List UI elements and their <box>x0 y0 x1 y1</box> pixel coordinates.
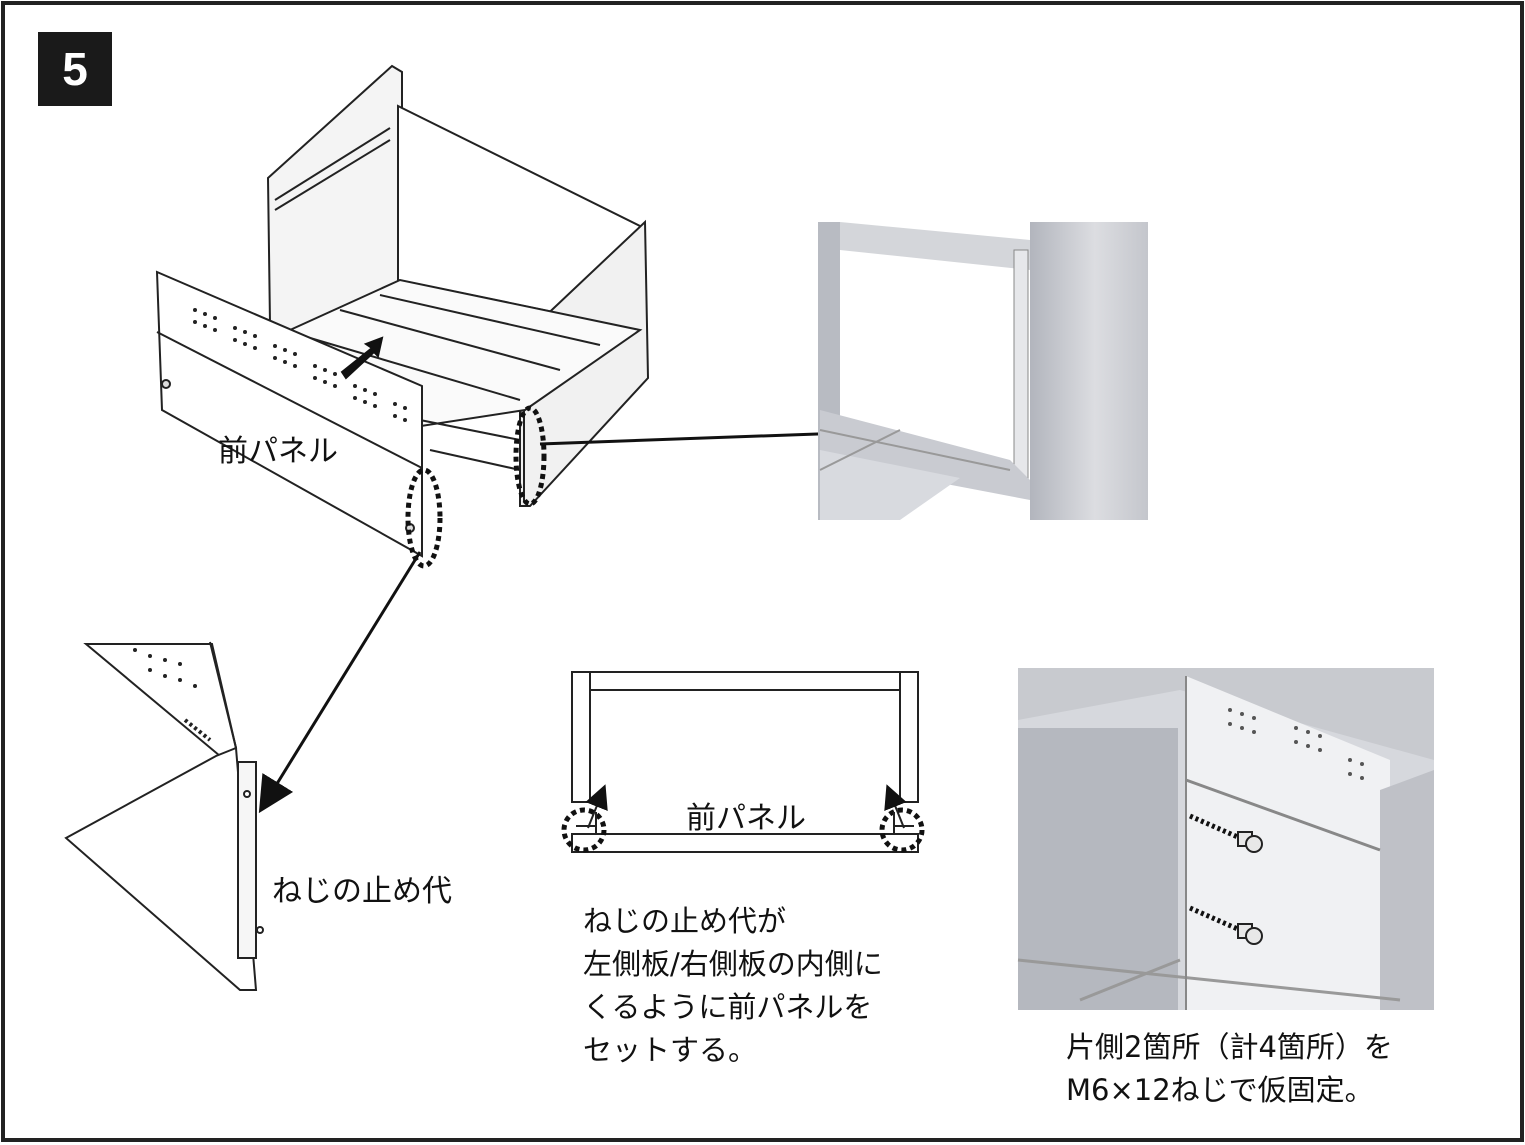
label-front-panel: 前パネル <box>218 434 338 469</box>
perforation-pattern <box>193 308 407 422</box>
instruction-right-line: 片側2箇所（計4箇所）を <box>1066 1030 1393 1064</box>
schematic-left-side <box>571 671 591 803</box>
schematic-back-bar <box>571 671 919 691</box>
highlight-side-edge <box>513 405 547 507</box>
front-panel <box>155 270 423 558</box>
photo-corner-interior <box>818 222 1148 520</box>
instruction-right-line: M6×12ねじで仮固定。 <box>1066 1073 1374 1107</box>
schematic-left-circle <box>561 807 607 853</box>
step-number-badge: 5 <box>38 32 112 106</box>
label-screw-margin: ねじの止め代 <box>272 874 452 909</box>
closeup-front-panel-edge <box>64 641 264 991</box>
instruction-left-line: ねじの止め代が <box>583 904 787 938</box>
screw-icon-lower <box>1237 923 1263 945</box>
push-arrow <box>340 336 384 380</box>
screw-icon-upper <box>1237 831 1263 853</box>
label-front-panel-schematic: 前パネル <box>686 801 806 836</box>
instruction-right: 片側2箇所（計4箇所）を M6×12ねじで仮固定。 <box>1066 1026 1393 1112</box>
cabinet-illustration <box>155 64 650 569</box>
schematic-right-circle <box>879 807 925 853</box>
instruction-left: ねじの止め代が 左側板/右側板の内側に くるように前パネルを セットする。 <box>583 900 883 1072</box>
instruction-left-line: くるように前パネルを <box>583 990 873 1024</box>
highlight-front-edge <box>405 467 443 569</box>
photo-screw-attachment <box>1017 668 1434 1010</box>
pointer-arrow-down <box>258 551 422 814</box>
instruction-left-line: 左側板/右側板の内側に <box>583 947 883 981</box>
schematic-top-view <box>561 671 925 853</box>
schematic-right-side <box>899 671 919 803</box>
instruction-left-line: セットする。 <box>583 1033 758 1067</box>
